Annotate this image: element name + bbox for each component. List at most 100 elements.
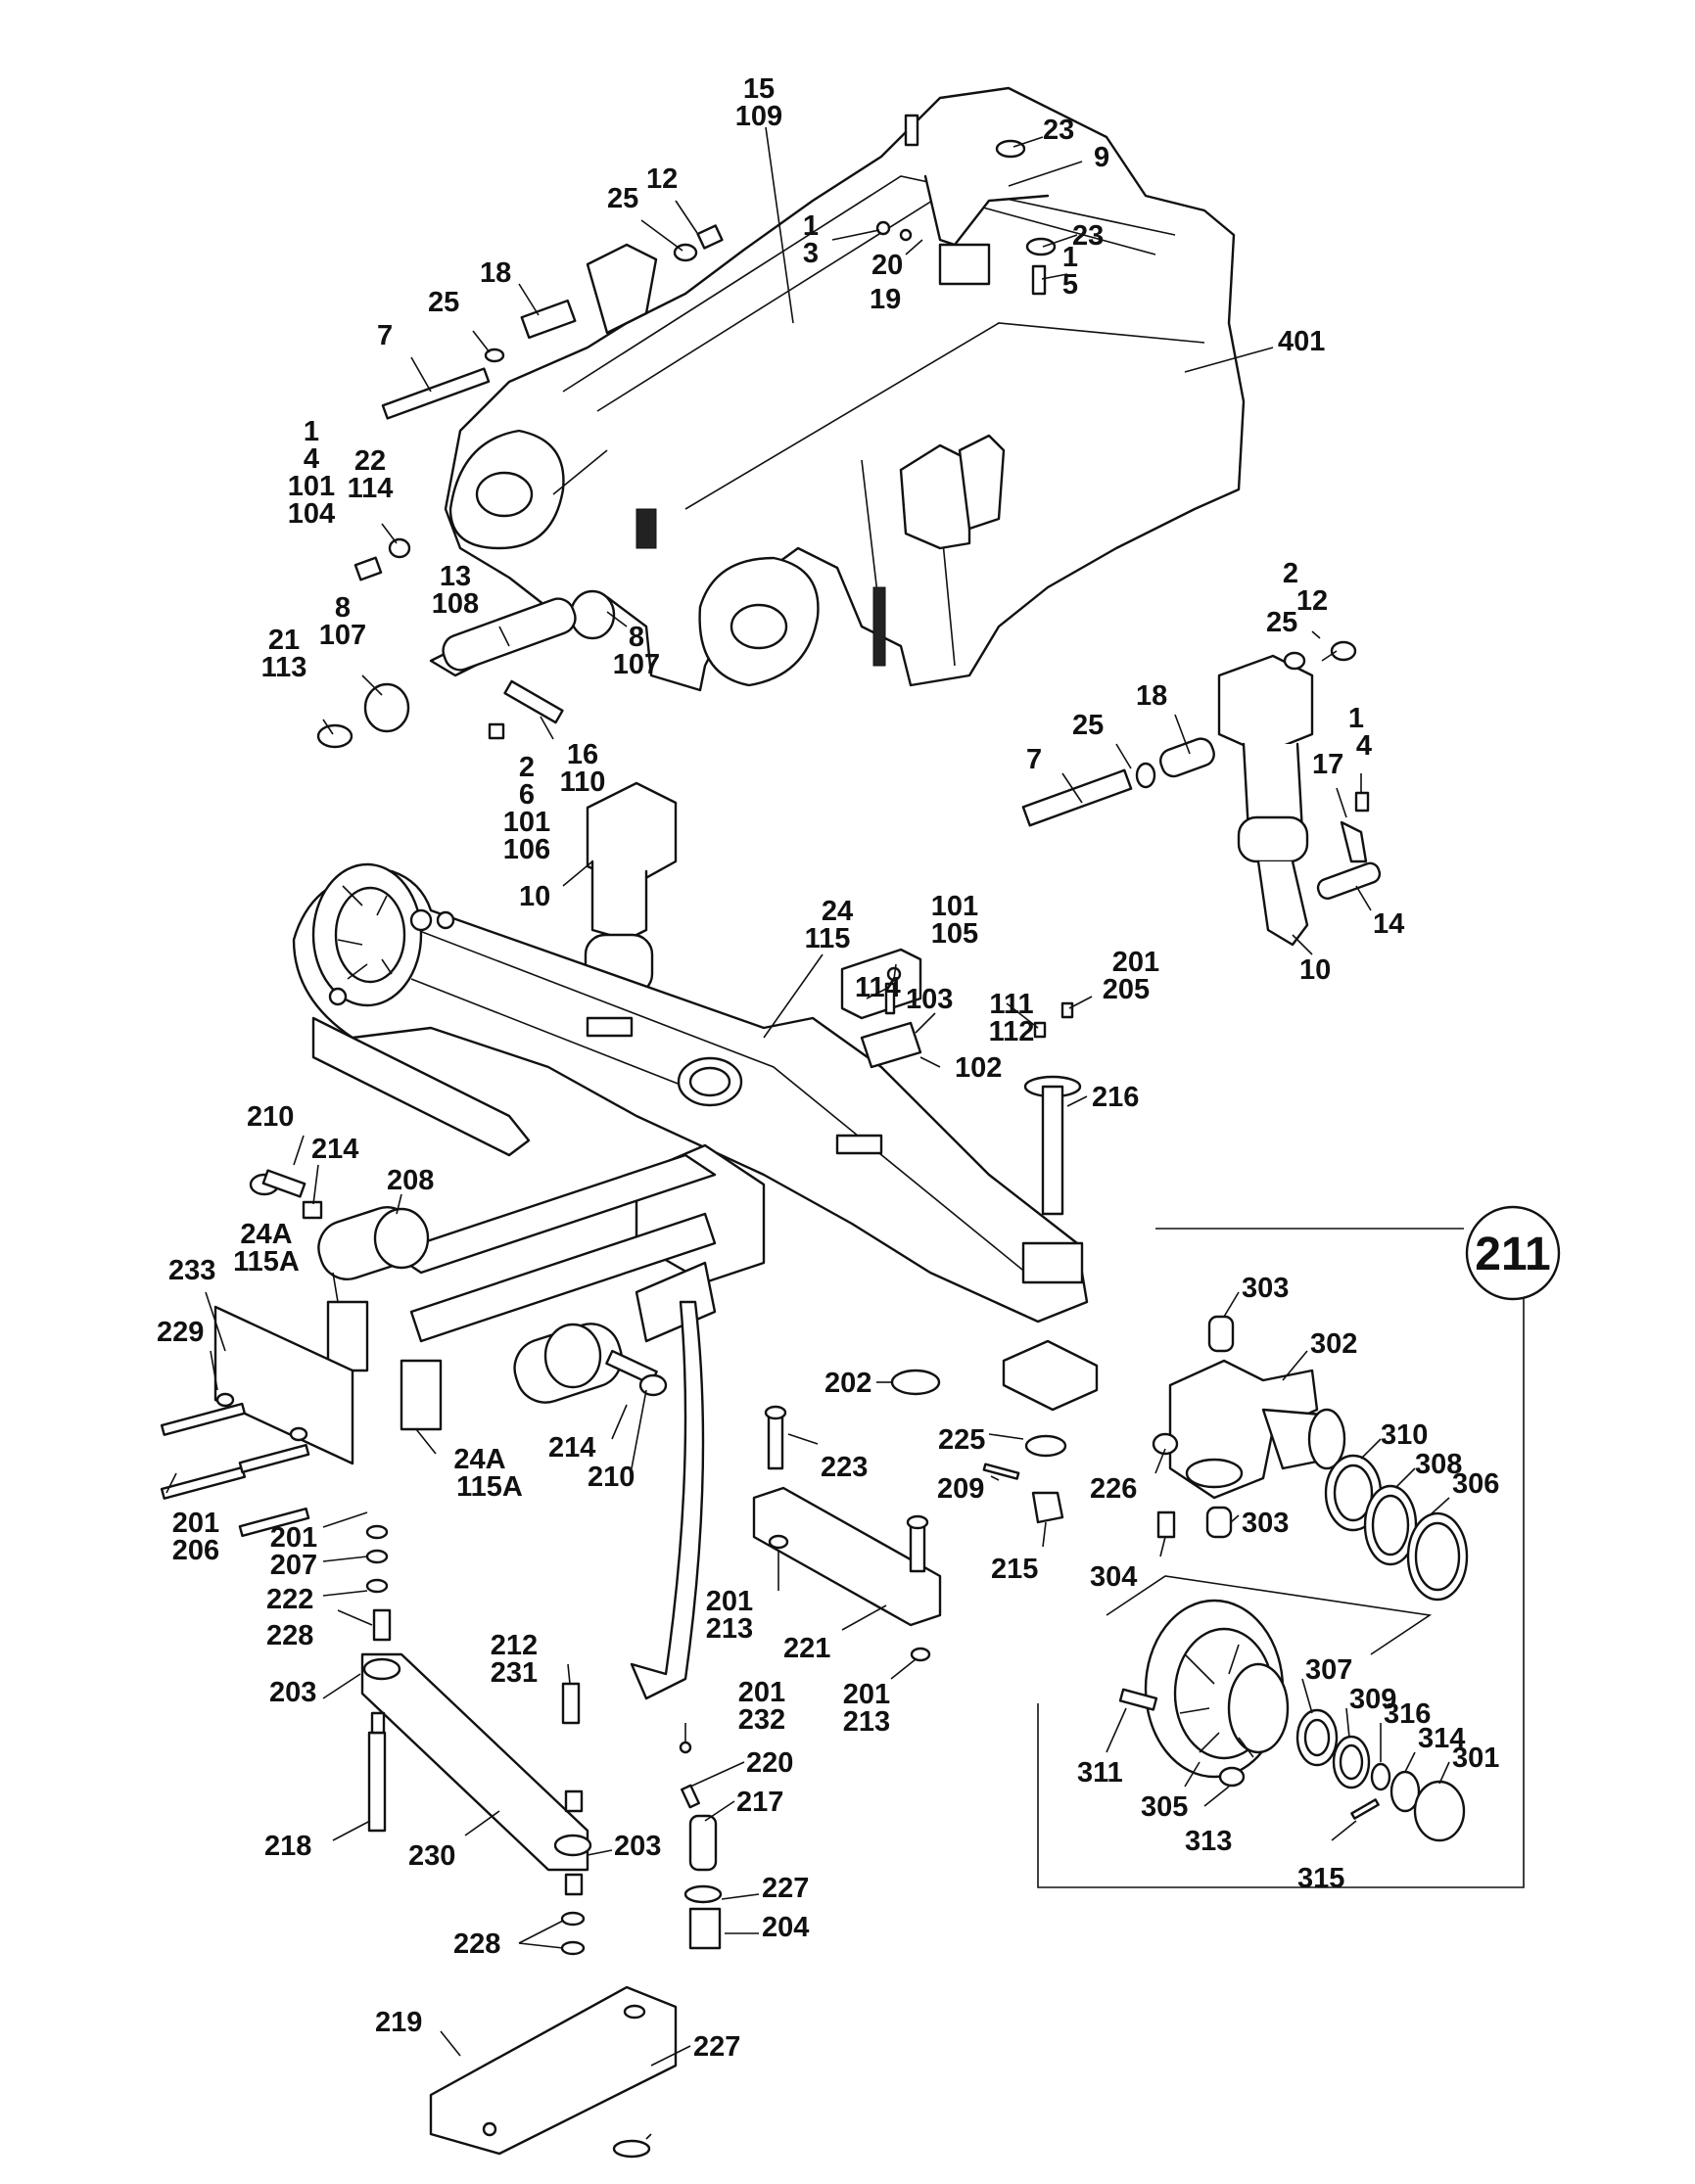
callout-210-left: 210 <box>247 1101 294 1133</box>
pivot-assembly <box>840 948 1099 1524</box>
callout-225: 225 <box>938 1424 985 1456</box>
callout-229: 229 <box>157 1317 204 1348</box>
callout-17: 17 <box>1312 749 1343 780</box>
callout-7-upper-left: 7 <box>377 320 393 351</box>
callout-228-lower: 228 <box>453 1928 500 1960</box>
callout-10-left: 10 <box>519 881 550 912</box>
callout-215: 215 <box>991 1554 1038 1585</box>
callout-202: 202 <box>824 1368 871 1399</box>
callout-302: 302 <box>1310 1328 1357 1360</box>
callout-14: 14 <box>1373 908 1404 940</box>
callout-228-upper: 228 <box>266 1620 313 1651</box>
detail-group-label: 211 <box>1475 1229 1550 1280</box>
callout-304: 304 <box>1090 1561 1137 1593</box>
callout-223: 223 <box>821 1452 868 1483</box>
callout-306: 306 <box>1452 1468 1499 1500</box>
lower-steering-arm <box>360 1524 723 1956</box>
callout-217: 217 <box>736 1787 783 1818</box>
callout-18-upper-left: 18 <box>480 257 511 289</box>
callout-19: 19 <box>870 284 901 315</box>
callout-219: 219 <box>375 2007 422 2038</box>
callout-208: 208 <box>387 1165 434 1196</box>
hydraulic-cylinder-left <box>584 781 678 1010</box>
callout-23-top: 23 <box>1043 115 1074 146</box>
callout-311: 311 <box>1077 1757 1123 1789</box>
callout-7-right: 7 <box>1026 744 1042 775</box>
callout-203-upper: 203 <box>269 1677 316 1708</box>
callout-313: 313 <box>1185 1826 1232 1857</box>
callout-204: 204 <box>762 1912 809 1943</box>
direction-arrow <box>630 1300 705 1700</box>
callout-209: 209 <box>937 1473 984 1505</box>
callout-12-upper-left: 12 <box>646 163 678 195</box>
callout-315: 315 <box>1297 1863 1344 1894</box>
leader-lines <box>165 126 1450 2140</box>
left-bolts <box>160 1392 310 1538</box>
callout-210-right: 210 <box>588 1462 635 1493</box>
callout-305: 305 <box>1141 1791 1188 1823</box>
steering-linkage <box>752 1405 942 1662</box>
callout-309: 309 <box>1349 1684 1396 1715</box>
callout-222: 222 <box>266 1584 313 1615</box>
callout-102: 102 <box>955 1052 1002 1084</box>
callout-227-lower: 227 <box>693 2031 740 2063</box>
callout-25-right: 25 <box>1072 710 1104 741</box>
callout-10-right: 10 <box>1299 954 1331 986</box>
callout-114: 114 <box>855 972 901 1003</box>
callout-18-right: 18 <box>1136 680 1167 712</box>
upper-hardware <box>316 114 1057 749</box>
callout-233: 233 <box>168 1255 215 1286</box>
callout-103: 103 <box>906 984 953 1015</box>
detail-group-circle <box>1465 1205 1561 1301</box>
callout-226: 226 <box>1090 1473 1137 1505</box>
callout-316: 316 <box>1384 1698 1431 1730</box>
callout-214-right: 214 <box>548 1432 595 1464</box>
callout-307: 307 <box>1305 1654 1352 1686</box>
callout-9: 9 <box>1094 142 1109 173</box>
callout-25-upper-left: 25 <box>607 183 638 214</box>
callout-20: 20 <box>871 250 903 281</box>
callout-303-top: 303 <box>1242 1273 1289 1304</box>
callout-25-right-top: 25 <box>1266 607 1297 638</box>
callout-401: 401 <box>1278 326 1325 357</box>
callout-301: 301 <box>1452 1743 1499 1774</box>
axle-beam <box>292 869 1089 1324</box>
callout-23-mid: 23 <box>1072 220 1104 252</box>
callout-214-left: 214 <box>311 1134 358 1165</box>
callout-25-left: 25 <box>428 287 459 318</box>
callout-310: 310 <box>1381 1419 1428 1451</box>
cross-member <box>213 1143 766 1465</box>
callout-221: 221 <box>783 1633 830 1664</box>
lower-bracket <box>429 1985 678 2159</box>
callout-203-lower: 203 <box>614 1831 661 1862</box>
detail-group-211 <box>1037 1205 1561 1888</box>
callout-216: 216 <box>1092 1082 1139 1113</box>
callout-218: 218 <box>264 1831 311 1862</box>
